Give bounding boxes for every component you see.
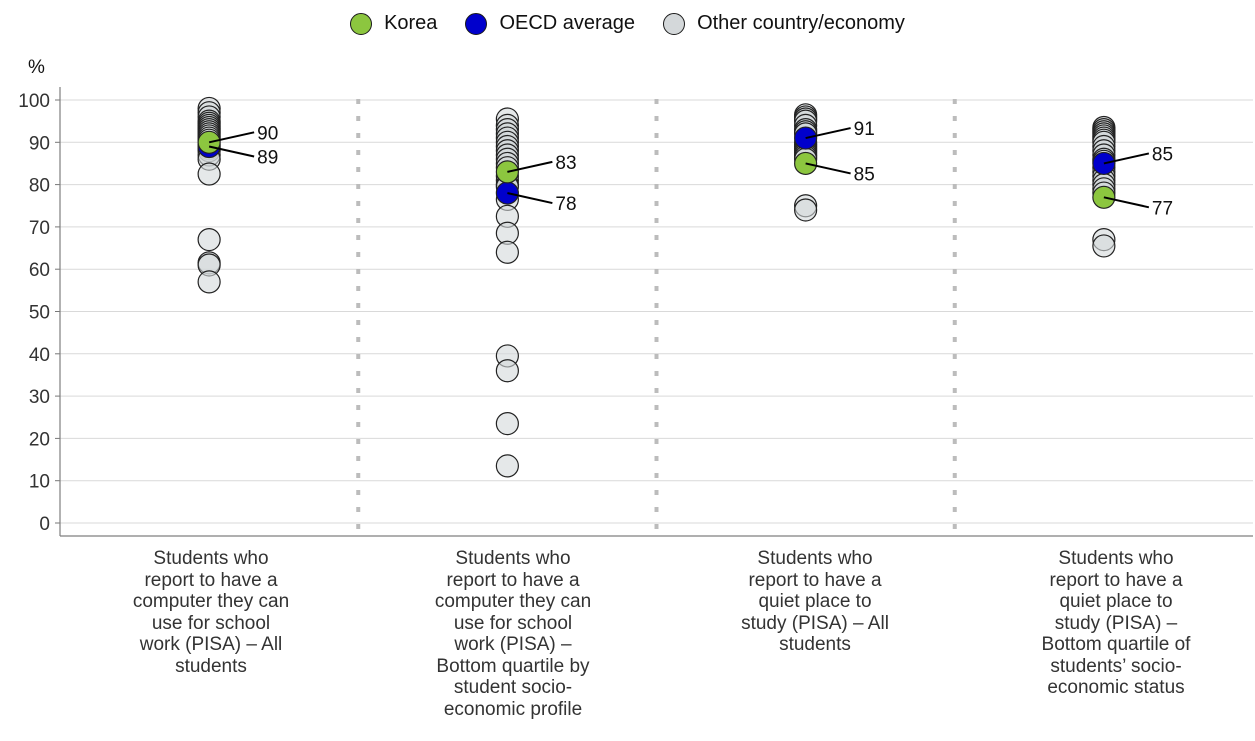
leader-korea-1 bbox=[507, 160, 553, 173]
y-tick-label-0: 0 bbox=[39, 514, 50, 535]
legend-swatch-korea bbox=[350, 12, 373, 35]
legend-item-korea: Korea bbox=[350, 12, 437, 35]
data-label-oecd-1: 78 bbox=[555, 194, 576, 215]
point-other-0-19 bbox=[197, 227, 221, 252]
point-other-1-21 bbox=[495, 359, 519, 383]
y-tick-label-40: 40 bbox=[29, 345, 50, 366]
legend-item-oecd: OECD average bbox=[465, 12, 635, 35]
leader-oecd-3 bbox=[1103, 152, 1150, 165]
category-label-3: Students who report to have a quiet plac… bbox=[1041, 548, 1191, 698]
legend-swatch-other bbox=[663, 12, 686, 35]
data-label-oecd-0: 89 bbox=[257, 148, 278, 169]
legend: Korea OECD average Other country/economy bbox=[0, 12, 1255, 35]
point-other-1-22 bbox=[495, 411, 519, 436]
category-label-1: Students who report to have a computer t… bbox=[434, 548, 592, 720]
leader-korea-0 bbox=[208, 131, 255, 144]
data-label-korea-1: 83 bbox=[555, 153, 576, 174]
legend-swatch-oecd bbox=[465, 12, 488, 35]
y-tick-label-90: 90 bbox=[29, 133, 50, 154]
point-other-0-18 bbox=[197, 162, 221, 186]
y-tick-label-60: 60 bbox=[29, 260, 50, 281]
leader-korea-2 bbox=[805, 162, 851, 175]
point-other-1-23 bbox=[495, 454, 519, 478]
data-label-korea-2: 85 bbox=[854, 164, 875, 185]
y-tick-label-70: 70 bbox=[29, 218, 50, 239]
y-tick-label-20: 20 bbox=[29, 429, 50, 450]
leader-oecd-1 bbox=[507, 192, 553, 205]
y-tick-label-10: 10 bbox=[29, 472, 50, 493]
data-label-korea-0: 90 bbox=[257, 123, 278, 144]
leader-korea-3 bbox=[1103, 196, 1150, 209]
legend-label-korea: Korea bbox=[384, 12, 438, 34]
y-tick-label-30: 30 bbox=[29, 387, 50, 408]
category-label-2: Students who report to have a quiet plac… bbox=[741, 548, 889, 655]
y-tick-label-100: 100 bbox=[18, 91, 50, 112]
legend-label-oecd: OECD average bbox=[499, 12, 636, 34]
y-tick-label-80: 80 bbox=[29, 176, 50, 197]
y-axis-unit: % bbox=[28, 57, 45, 78]
point-other-2-18 bbox=[794, 198, 818, 222]
legend-item-other: Other country/economy bbox=[663, 12, 905, 35]
data-label-oecd-3: 85 bbox=[1152, 144, 1173, 165]
data-label-korea-3: 77 bbox=[1152, 198, 1173, 219]
point-other-0-22 bbox=[197, 270, 221, 294]
y-tick-label-50: 50 bbox=[29, 303, 50, 324]
category-label-0: Students who report to have a computer t… bbox=[132, 548, 290, 677]
leader-oecd-2 bbox=[805, 127, 851, 140]
leader-oecd-0 bbox=[208, 145, 255, 158]
legend-label-other: Other country/economy bbox=[697, 12, 905, 34]
data-label-oecd-2: 91 bbox=[854, 119, 875, 140]
point-other-3-21 bbox=[1092, 234, 1116, 258]
point-other-1-19 bbox=[495, 240, 519, 264]
